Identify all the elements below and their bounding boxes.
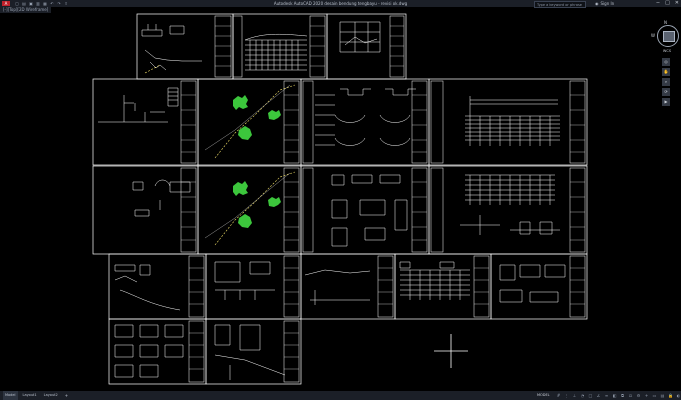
drawing-sheet — [108, 318, 207, 385]
drawing-sheet — [300, 78, 430, 166]
grid-icon[interactable]: # — [556, 393, 561, 398]
zoom-icon[interactable]: ⌕ — [662, 78, 670, 86]
drawing-sheet — [205, 318, 302, 385]
viewcube[interactable]: N W WCS — [651, 19, 681, 55]
share-icon[interactable]: ⇪ — [64, 1, 68, 6]
showmotion-icon[interactable]: ▶ — [662, 98, 670, 106]
tab-layout1[interactable]: Layout1 — [22, 393, 37, 397]
polar-icon[interactable]: ◔ — [580, 393, 585, 398]
wcs-menu[interactable]: WCS — [662, 49, 672, 53]
isolate-icon[interactable]: ◐ — [676, 393, 681, 398]
west-label[interactable]: W — [651, 33, 655, 38]
drawing-sheet — [300, 165, 430, 255]
vegetation-hatch — [233, 181, 248, 196]
redo-icon[interactable]: ↷ — [57, 1, 61, 6]
orbit-icon[interactable]: ⟳ — [662, 88, 670, 96]
status-bar: Model Layout1 Layout2 + MODEL # ⋮ ⊥ ◔ □ … — [0, 391, 681, 400]
drawing-sheet — [428, 78, 588, 166]
model-space-canvas[interactable] — [0, 13, 681, 391]
window-controls: − □ ✕ — [656, 0, 679, 7]
maximize-button[interactable]: □ — [665, 0, 670, 6]
drawing-sheet — [326, 13, 407, 80]
compass-ring[interactable] — [657, 25, 679, 47]
vegetation-hatch — [238, 126, 252, 140]
drawing-sheet — [490, 253, 588, 320]
open-icon[interactable]: ▤ — [22, 1, 26, 6]
sign-in-button[interactable]: ◉ Sign In — [595, 0, 614, 7]
new-icon[interactable]: ▢ — [15, 1, 19, 6]
search-input[interactable]: Type a keyword or phrase — [537, 2, 582, 7]
workspace-icon[interactable]: ⚙ — [636, 393, 641, 398]
print-icon[interactable]: ▦ — [43, 1, 47, 6]
river-alignment — [214, 171, 296, 246]
osnap-icon[interactable]: □ — [588, 393, 593, 398]
undo-icon[interactable]: ↶ — [50, 1, 54, 6]
north-label[interactable]: N — [664, 20, 667, 25]
save-icon[interactable]: ▣ — [29, 1, 33, 6]
sign-in-label: Sign In — [600, 1, 615, 6]
save-as-icon[interactable]: ▥ — [36, 1, 40, 6]
status-toggles: # ⋮ ⊥ ◔ □ ∠ ≡ ◧ ⧉ ⚖ ⚙ + ▭ ▤ 🔒 ◐ ▣ ⛶ ≣ — [556, 392, 681, 399]
minimize-button[interactable]: − — [655, 0, 661, 6]
river-alignment — [144, 64, 161, 74]
crosshair-cursor — [434, 334, 468, 368]
ortho-icon[interactable]: ⊥ — [572, 393, 577, 398]
vegetation-hatch — [238, 214, 252, 228]
navigation-bar: ◎ ✋ ⌕ ⟳ ▶ — [662, 58, 670, 106]
vegetation-hatch — [233, 95, 248, 110]
vegetation-hatch — [268, 197, 281, 207]
pan-icon[interactable]: ✋ — [662, 68, 670, 76]
snap-icon[interactable]: ⋮ — [564, 393, 569, 398]
tab-model[interactable]: Model — [3, 391, 18, 400]
close-button[interactable]: ✕ — [674, 0, 679, 6]
drawing-sheet — [394, 253, 492, 320]
viewcube-face[interactable] — [663, 31, 675, 42]
transparency-icon[interactable]: ◧ — [612, 393, 617, 398]
viewport-controls-label[interactable]: [-][Top][2D Wireframe] — [0, 7, 52, 13]
lock-ui-icon[interactable]: 🔒 — [668, 393, 673, 398]
otrack-icon[interactable]: ∠ — [596, 393, 601, 398]
annotation-scale-icon[interactable]: ⚖ — [628, 393, 633, 398]
drawing-sheet — [428, 165, 588, 255]
model-space-toggle[interactable]: MODEL — [537, 393, 550, 397]
steering-wheel-icon[interactable]: ◎ — [662, 58, 670, 66]
selection-cycling-icon[interactable]: ⧉ — [621, 393, 624, 398]
units-icon[interactable]: ▭ — [652, 393, 657, 398]
drawing-sheet — [300, 253, 396, 320]
tab-layout2[interactable]: Layout2 — [43, 393, 58, 397]
title-bar: A ▢ ▤ ▣ ▥ ▦ ↶ ↷ ⇪ Autodesk AutoCAD 2020 … — [0, 0, 681, 8]
drawing-sheet — [197, 165, 302, 255]
quick-access-toolbar: ▢ ▤ ▣ ▥ ▦ ↶ ↷ ⇪ — [14, 1, 69, 6]
drawing-sheet — [108, 253, 207, 320]
layout-tabs: Model Layout1 Layout2 + — [3, 391, 70, 400]
river-alignment — [214, 84, 296, 159]
search-box[interactable]: Type a keyword or phrase — [534, 1, 586, 8]
lineweight-icon[interactable]: ≡ — [604, 393, 609, 398]
autocad-logo-icon[interactable]: A — [2, 1, 10, 6]
user-icon: ◉ — [595, 1, 599, 6]
add-layout-button[interactable]: + — [64, 393, 69, 398]
vegetation-hatch — [268, 110, 281, 120]
drawing-sheet — [205, 253, 302, 320]
quick-properties-icon[interactable]: ▤ — [660, 393, 665, 398]
annotation-monitor-icon[interactable]: + — [644, 393, 649, 398]
